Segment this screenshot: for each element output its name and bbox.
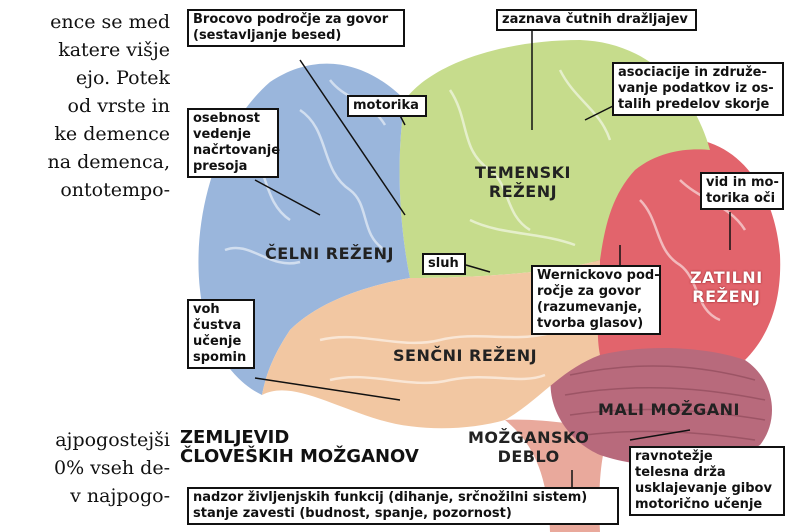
left-text-bottom: ajpogostejši 0% vseh de- v najpogo- <box>0 426 170 510</box>
text-line: ke demence <box>0 120 170 148</box>
text-line: na demenca, <box>0 148 170 176</box>
vital-functions-label: nadzor življenjskih funkcij (dihanje, sr… <box>187 487 619 525</box>
wernicke-area-label: Wernickovo pod- ročje za govor (razumeva… <box>531 265 661 335</box>
motor-label: motorika <box>347 95 427 117</box>
text-line: od vrste in <box>0 92 170 120</box>
vision-label: vid in mo- torika oči <box>700 172 784 210</box>
text-line: ence se med <box>0 8 170 36</box>
occipital-lobe-label: ZATILNI REŽENJ <box>690 268 763 306</box>
text-line: v najpogo- <box>0 482 170 510</box>
map-title: ZEMLJEVID ČLOVEŠKIH MOŽGANOV <box>180 428 419 466</box>
emotions-label: voh čustva učenje spomin <box>187 299 255 369</box>
text-line: ejo. Potek <box>0 64 170 92</box>
brainstem-label: MOŽGANSKO DEBLO <box>468 428 589 466</box>
frontal-lobe-label: ČELNI REŽENJ <box>265 244 394 263</box>
parietal-lobe-label: TEMENSKI REŽENJ <box>475 163 571 201</box>
temporal-lobe-label: SENČNI REŽENJ <box>393 346 537 365</box>
balance-label: ravnotežje telesna drža usklajevanje gib… <box>629 446 785 516</box>
personality-label: osebnost vedenje načrtovanje presoja <box>187 108 279 178</box>
broca-area-label: Brocovo področje za govor (sestavljanje … <box>187 9 405 47</box>
left-text-top: ence se med katere višje ejo. Potek od v… <box>0 8 170 204</box>
association-label: asociacije in združe- vanje podatkov iz … <box>612 62 784 116</box>
text-line: ontotempo- <box>0 176 170 204</box>
hearing-label: sluh <box>422 253 466 275</box>
text-line: katere višje <box>0 36 170 64</box>
sensory-label: zaznava čutnih dražljajev <box>496 9 697 31</box>
cerebellum-label: MALI MOŽGANI <box>598 400 740 419</box>
text-line: 0% vseh de- <box>0 454 170 482</box>
text-line: ajpogostejši <box>0 426 170 454</box>
